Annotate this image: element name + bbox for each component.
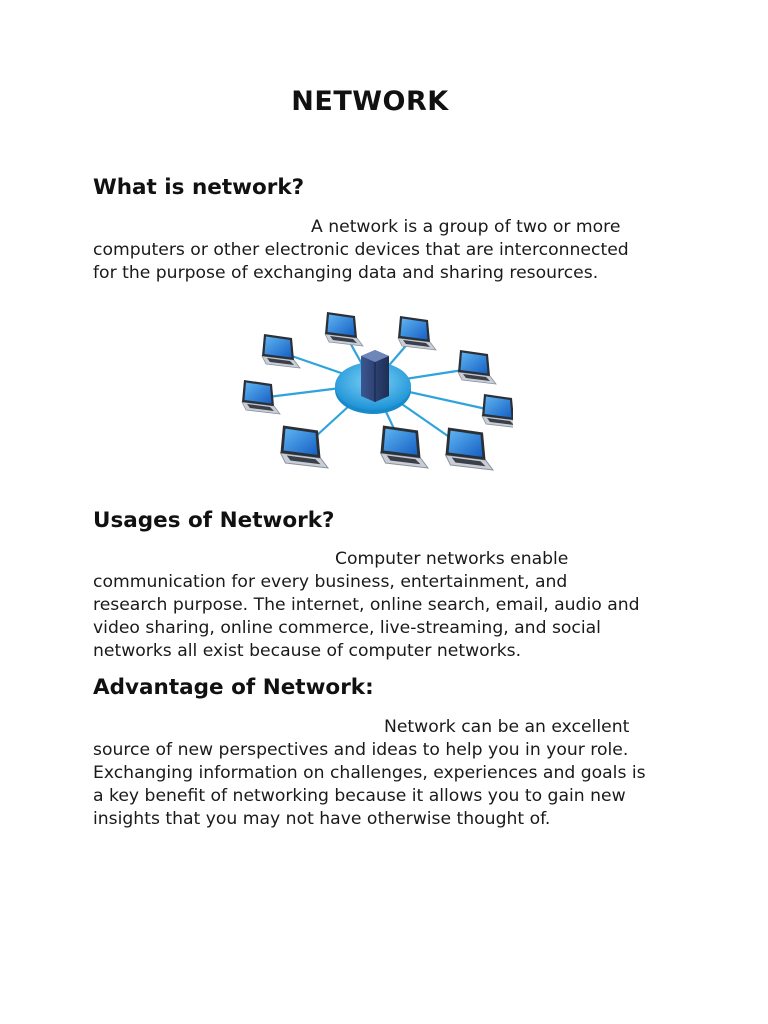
paragraph-line: Network can be an excellent [384, 717, 630, 737]
paragraph-line: communication for every business, entert… [93, 572, 568, 592]
section-paragraph-what-is-network: A network is a group of two or more comp… [93, 216, 693, 285]
paragraph-line: video sharing, online commerce, live-str… [93, 618, 601, 638]
laptop-icon [481, 394, 513, 428]
network-topology-icon [241, 312, 513, 471]
section-heading-usages-of-network: Usages of Network? [93, 508, 335, 533]
laptop-icon [444, 427, 495, 471]
section-heading-advantage-of-network: Advantage of Network: [93, 675, 374, 700]
paragraph-line: A network is a group of two or more [311, 217, 621, 237]
laptop-icon [379, 425, 430, 469]
laptop-icon [397, 316, 437, 351]
section-heading-what-is-network: What is network? [93, 175, 305, 200]
laptop-icon [241, 380, 281, 415]
laptop-icon [261, 334, 301, 369]
paragraph-line: insights that you may not have otherwise… [93, 809, 551, 829]
paragraph-line: networks all exist because of computer n… [93, 641, 522, 661]
section-paragraph-advantage-of-network: Network can be an excellent source of ne… [93, 716, 693, 831]
document-title: NETWORK [291, 86, 449, 117]
paragraph-line: Exchanging information on challenges, ex… [93, 763, 646, 783]
paragraph-line: research purpose. The internet, online s… [93, 595, 640, 615]
paragraph-line: a key benefit of networking because it a… [93, 786, 626, 806]
paragraph-line: computers or other electronic devices th… [93, 240, 629, 260]
paragraph-line: source of new perspectives and ideas to … [93, 740, 629, 760]
laptop-icon [324, 312, 364, 347]
section-paragraph-usages-of-network: Computer networks enable communication f… [93, 548, 693, 663]
laptop-icon [279, 425, 330, 469]
paragraph-line: for the purpose of exchanging data and s… [93, 263, 599, 283]
paragraph-line: Computer networks enable [335, 549, 569, 569]
laptop-icon [457, 350, 497, 385]
